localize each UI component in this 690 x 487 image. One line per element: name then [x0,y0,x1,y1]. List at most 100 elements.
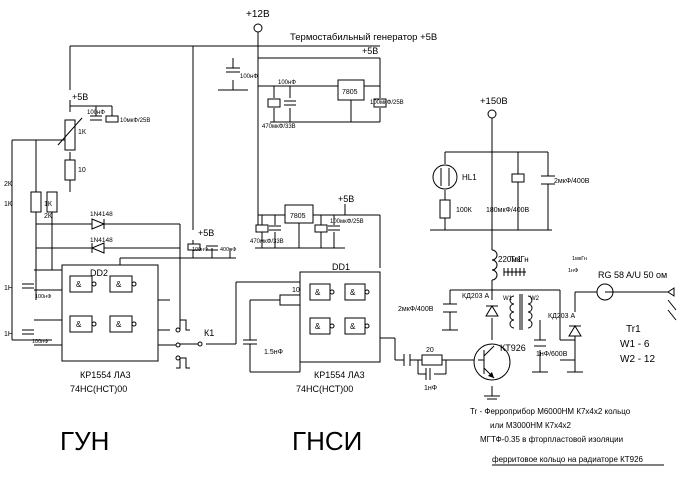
svg-text:КД203 А: КД203 А [462,293,489,300]
cap-2mkf-a: 2мкФ/400В [541,175,590,185]
cable-label: RG 58 A/U 50 ом [598,270,667,280]
cap-180mkf: 180мкФ/400В [486,173,530,214]
svg-text:400нФ: 400нФ [220,247,236,253]
gun-title: ГУН [60,426,109,456]
svg-text:&: & [350,288,356,297]
diode-1n4148-b: 1N4148 [90,237,113,254]
svg-text:1Н: 1Н [4,285,13,292]
v5-dd1-label: +5В [338,194,354,204]
gnsi-title: ГНСИ [292,426,362,456]
wiring [11,28,668,396]
cap-100nf-b-label: 100нФ [35,294,51,300]
chip-decoupling-caps: 100нФ 400нФ [187,243,236,253]
svg-text:&: & [315,322,321,331]
potentiometer-1k: 1К [57,117,87,151]
svg-text:W1: W1 [503,296,513,302]
svg-text:1К: 1К [4,201,13,208]
ant-inductor-label: 1мкГн [572,256,587,262]
svg-text:2мкФ/400В: 2мкФ/400В [554,178,590,185]
dd1-part: КР1554 ЛА3 [314,370,365,380]
note-1: Tr - Ферроприбор М6000НМ К7х4х2 кольцо [470,407,631,416]
ground-symbols [442,329,583,400]
svg-text:220мкГн: 220мкГн [498,255,529,264]
chip-dd1: & & & & DD1 КР1554 ЛА3 74НС(НСТ)00 [296,262,381,394]
dd2-label: DD2 [90,268,108,278]
note-2: или М3000НМ К7х4х2 [490,421,572,430]
regulator-7805-a [337,79,365,101]
transistor-kt926: КТ926 [473,343,526,381]
inductor-220mkgn: 220мкГн [491,249,529,281]
cap-2mkf-b: 2мкФ/400В [398,303,457,313]
v5-reg-label: +5В [362,46,378,56]
square-wave-b-icon [176,357,190,369]
svg-text:10мкФ/25В: 10мкФ/25В [120,118,150,124]
svg-text:100нФ: 100нФ [278,80,296,86]
svg-text:470мкФ/33В: 470мкФ/33В [250,239,284,245]
svg-text:100нФ: 100нФ [87,110,105,116]
cap-1-5nf: 1.5нФ [243,339,283,360]
resistor-20: 20 [421,347,443,366]
svg-text:&: & [116,320,122,329]
svg-text:1.5нФ: 1.5нФ [264,349,283,356]
svg-text:100мкФ/25В: 100мкФ/25В [370,100,404,106]
transformer-tr1: Tr1 W1 W2 [503,255,540,330]
svg-text:КД203 А: КД203 А [548,313,575,320]
svg-text:&: & [76,280,82,289]
gun-decoupling-caps: 100нФ 10мкФ/25В [87,110,150,124]
svg-text:100: 100 [292,287,304,294]
diode-kd203-a: КД203 А [462,293,499,317]
svg-text:180мкФ/400В: 180мкФ/400В [486,207,530,214]
v12-terminal [253,23,263,33]
svg-text:1К: 1К [78,129,87,136]
note-4: ферритовое кольцо на радиаторе КТ926 [492,455,644,464]
coupling-cap [403,354,411,366]
v12-label: +12В [246,9,270,20]
svg-text:1Н: 1Н [4,331,13,338]
svg-text:2мкФ/400В: 2мкФ/400В [398,306,434,313]
dd2-alt: 74НС(НСТ)00 [70,384,127,394]
reg2-caps: 470мкФ/33В 100мкФ/25В [250,219,364,245]
svg-text:100нФ: 100нФ [240,74,258,80]
dd1-label: DD1 [332,262,350,272]
cap-1nf-600v: 1нФ/600В [534,339,568,358]
cap-100nf-c-label: 100нФ [32,339,48,345]
svg-text:2К: 2К [44,213,53,220]
transistor-label: КТ926 [500,343,526,353]
svg-text:W2: W2 [530,296,540,302]
tr1-spec-title: Tr1 [626,324,641,335]
svg-text:1нФ/600В: 1нФ/600В [536,351,568,358]
regulator-7805-b [284,204,314,224]
lamp-hl1: HL1 [432,164,477,190]
svg-text:1N4148: 1N4148 [90,237,113,244]
svg-text:1нФ: 1нФ [424,385,437,392]
v150-terminal [487,109,497,119]
svg-text:100нФ: 100нФ [192,247,208,253]
svg-text:&: & [76,320,82,329]
diode-kd203-b: КД203 А [548,313,582,337]
note-3: МГТФ-0.35 в фторпластовой изоляции [480,435,623,444]
resistor-10: 10 [64,159,86,181]
switch-label: К1 [204,328,214,338]
reg1-label: 7805 [342,89,358,96]
svg-text:Tr1: Tr1 [510,255,522,264]
resistor-1k-c: 1К 2К [44,191,58,220]
diode-1n4148-a: 1N4148 [90,211,113,230]
svg-text:1К: 1К [44,201,53,208]
ant-cap-label: 1нФ [568,268,578,274]
svg-text:20: 20 [426,347,434,354]
chip-dd2: & & & & DD2 КР1554 ЛА3 74НС(НСТ)00 [61,264,159,394]
svg-text:10: 10 [78,167,86,174]
lamp-label: HL1 [462,173,477,182]
resistor-100k: 100К [439,199,473,219]
coax-output: RG 58 A/U 50 ом 1мкГн 1нФ [568,256,675,301]
cap-1n-gun-a: 1Н [4,283,34,292]
cap-1nf-base: 1нФ [424,368,437,392]
tr1-spec-w1: W1 - 6 [620,339,650,350]
svg-text:&: & [116,280,122,289]
cap-group-reg1: 100нФ 470мкФ/33В 100мкФ/25В [262,80,404,130]
svg-text:&: & [315,288,321,297]
svg-text:470мкФ/33В: 470мкФ/33В [262,124,296,130]
svg-text:100мкФ/25В: 100мкФ/25В [330,219,364,225]
tr1-spec-w2: W2 - 12 [620,354,655,365]
